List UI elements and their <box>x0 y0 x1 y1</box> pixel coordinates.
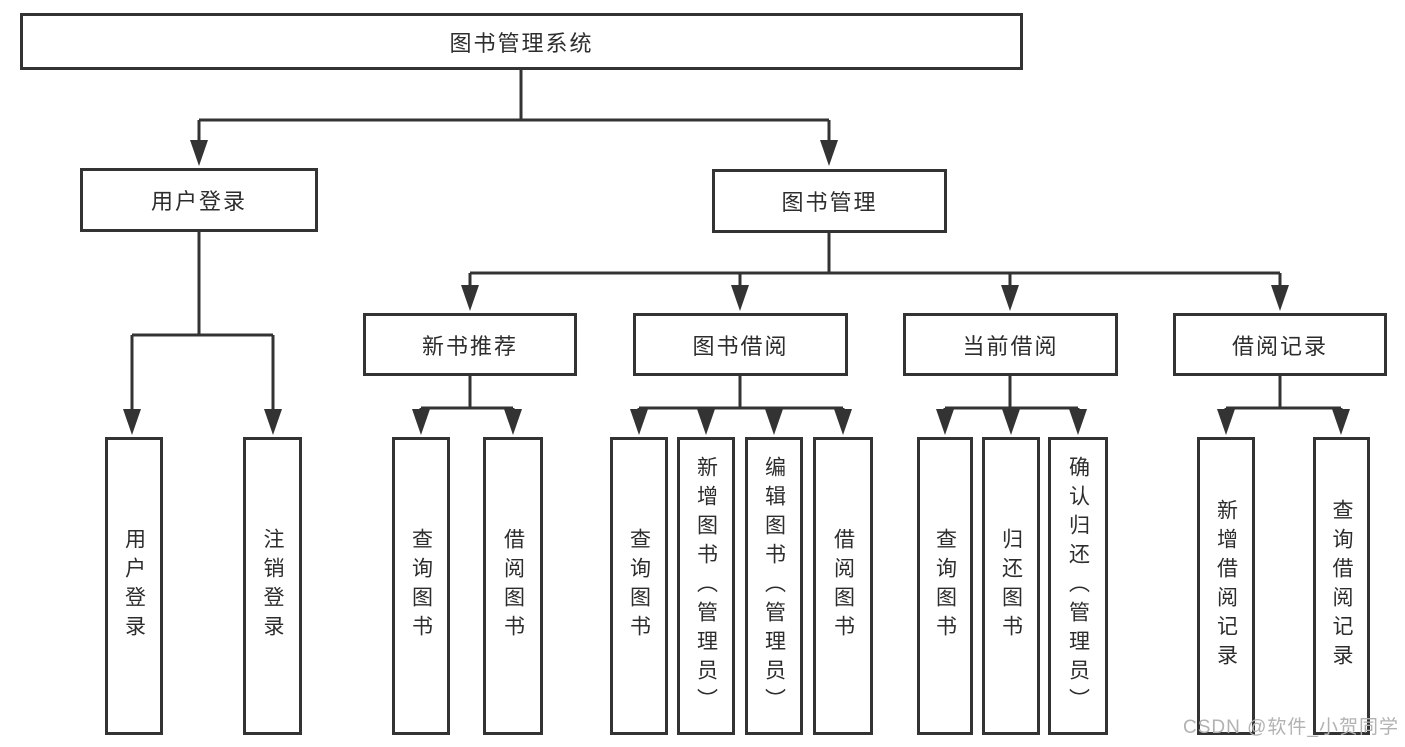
node-root: 图书管理系统 <box>20 13 1023 70</box>
connector-book-mgmt-children <box>461 233 1289 311</box>
leaf-query-book-label: 查询图书 <box>627 528 651 644</box>
connector-user-login-children <box>123 232 282 435</box>
leaf-user-login: 用户登录 <box>105 437 163 735</box>
node-current-borrow-label: 当前借阅 <box>962 333 1059 359</box>
leaf-query-book-under-current-borrow: 查询图书 <box>917 437 973 735</box>
node-new-book-rec: 新书推荐 <box>363 313 577 376</box>
leaf-query-book-label: 查询图书 <box>409 528 433 644</box>
connector-new-book-rec-children <box>412 376 522 435</box>
leaf-query-book-label: 查询图书 <box>933 528 957 644</box>
node-book-mgmt: 图书管理 <box>712 169 947 233</box>
connector-book-borrow-children <box>630 376 852 435</box>
connector-current-borrow-children <box>936 376 1087 435</box>
node-root-label: 图书管理系统 <box>449 30 594 56</box>
leaf-query-book-under-book-borrow: 查询图书 <box>610 437 668 735</box>
leaf-add-borrow-record-label: 新增借阅记录 <box>1214 499 1238 673</box>
node-current-borrow: 当前借阅 <box>903 313 1118 376</box>
node-book-mgmt-label: 图书管理 <box>781 190 878 215</box>
leaf-user-login-label: 用户登录 <box>122 528 146 644</box>
leaf-add-book-admin-label: 新增图书（管理员） <box>694 455 718 717</box>
leaf-query-book-under-new-book-rec: 查询图书 <box>392 437 450 735</box>
leaf-borrow-book-under-new-book-rec: 借阅图书 <box>483 437 543 735</box>
csdn-watermark: CSDN @软件_小贺同学 <box>1183 717 1399 738</box>
leaf-return-book-label: 归还图书 <box>999 528 1023 644</box>
node-borrow-record: 借阅记录 <box>1173 313 1387 376</box>
leaf-borrow-book-label: 借阅图书 <box>501 528 525 644</box>
leaf-borrow-book-label: 借阅图书 <box>831 528 855 644</box>
node-book-borrow: 图书借阅 <box>633 313 848 376</box>
connector-borrow-record-children <box>1217 376 1350 435</box>
leaf-confirm-return-admin: 确认归还（管理员） <box>1048 437 1108 735</box>
node-book-borrow-label: 图书借阅 <box>692 333 789 359</box>
node-user-login: 用户登录 <box>80 168 318 232</box>
leaf-add-book-admin: 新增图书（管理员） <box>677 437 735 735</box>
leaf-query-borrow-record-label: 查询借阅记录 <box>1330 499 1353 673</box>
leaf-borrow-book-under-book-borrow: 借阅图书 <box>813 437 873 735</box>
leaf-logout: 注销登录 <box>243 437 302 735</box>
leaf-add-borrow-record: 新增借阅记录 <box>1197 437 1255 735</box>
leaf-query-borrow-record: 查询借阅记录 <box>1313 437 1370 735</box>
leaf-logout-label: 注销登录 <box>261 528 284 644</box>
leaf-return-book: 归还图书 <box>982 437 1040 735</box>
node-new-book-rec-label: 新书推荐 <box>421 333 518 359</box>
leaf-confirm-return-admin-label: 确认归还（管理员） <box>1066 455 1090 717</box>
leaf-edit-book-admin: 编辑图书（管理员） <box>745 437 803 735</box>
node-borrow-record-label: 借阅记录 <box>1231 333 1328 359</box>
leaf-edit-book-admin-label: 编辑图书（管理员） <box>762 455 786 717</box>
node-user-login-label: 用户登录 <box>150 189 247 214</box>
connector-root-to-level2 <box>190 70 838 166</box>
